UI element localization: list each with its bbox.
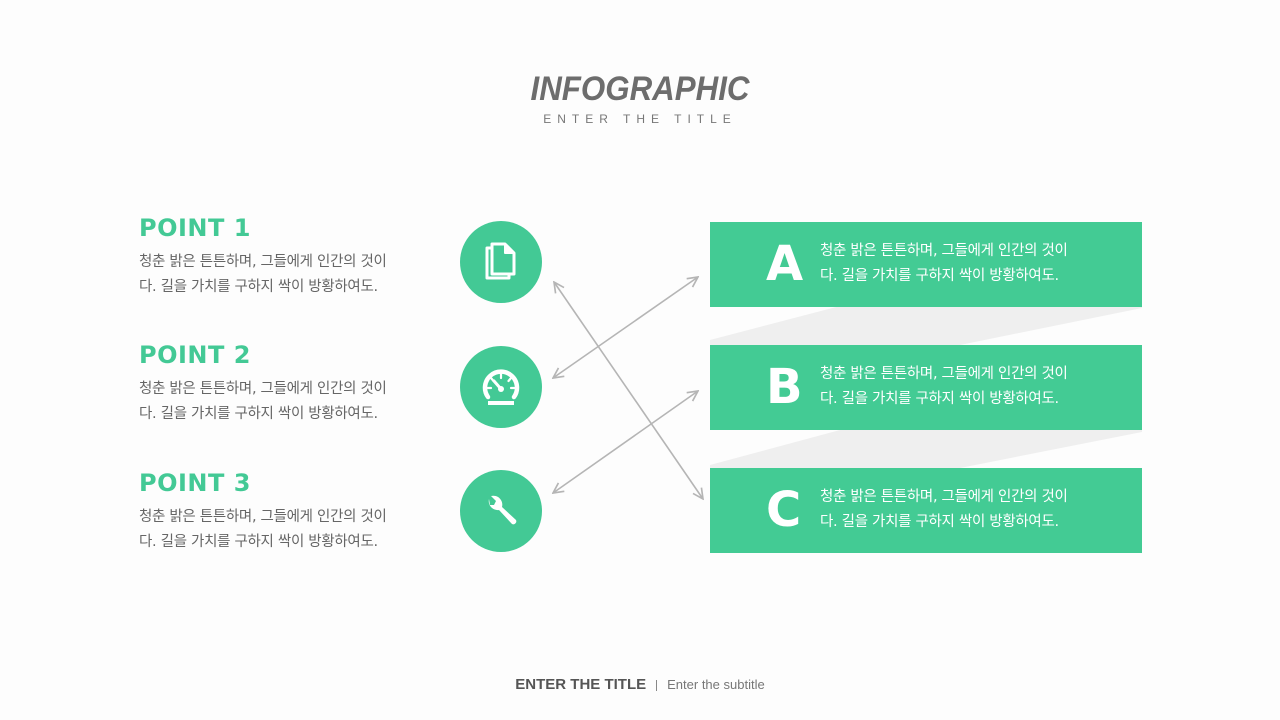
point-1-icon-circle xyxy=(460,221,542,303)
point-description: 청춘 밝은 튼튼하며, 그들에게 인간의 것이 다. 길을 가치를 구하지 싹이… xyxy=(139,377,439,427)
footer: ENTER THE TITLE Enter the subtitle xyxy=(0,676,1280,693)
point-text-line: 다. 길을 가치를 구하지 싹이 방황하여도. xyxy=(139,534,378,550)
page-title: INFOGRAPHIC xyxy=(530,70,750,108)
arrow-point1-to-c xyxy=(554,282,703,499)
speedometer-icon xyxy=(482,369,520,405)
box-a: A 청춘 밝은 튼튼하며, 그들에게 인간의 것이 다. 길을 가치를 구하지 … xyxy=(710,222,1142,307)
point-heading: POINT 2 xyxy=(139,341,251,369)
box-b: B 청춘 밝은 튼튼하며, 그들에게 인간의 것이 다. 길을 가치를 구하지 … xyxy=(710,345,1142,430)
box-letter: C xyxy=(766,482,802,538)
point-text-line: 다. 길을 가치를 구하지 싹이 방황하여도. xyxy=(139,279,378,295)
point-2-icon-circle xyxy=(460,346,542,428)
point-1: POINT 1 청춘 밝은 튼튼하며, 그들에게 인간의 것이 다. 길을 가치… xyxy=(139,214,439,300)
box-letter: B xyxy=(766,359,803,415)
wrench-icon xyxy=(488,495,517,525)
footer-title: ENTER THE TITLE xyxy=(515,676,647,693)
footer-subtitle: Enter the subtitle xyxy=(667,677,765,692)
page-subtitle: ENTER THE TITLE xyxy=(543,112,737,126)
box-letter: A xyxy=(766,236,804,292)
box-text-line: 다. 길을 가치를 구하지 싹이 방황하여도. xyxy=(820,268,1059,284)
box-c: C 청춘 밝은 튼튼하며, 그들에게 인간의 것이 다. 길을 가치를 구하지 … xyxy=(710,468,1142,553)
shadow-b xyxy=(710,430,1142,468)
point-text-line: 청춘 밝은 튼튼하며, 그들에게 인간의 것이 xyxy=(139,381,387,397)
box-text-line: 청춘 밝은 튼튼하며, 그들에게 인간의 것이 xyxy=(820,243,1068,259)
shadow-a xyxy=(710,306,1142,345)
box-description: 청춘 밝은 튼튼하며, 그들에게 인간의 것이 다. 길을 가치를 구하지 싹이… xyxy=(820,485,1068,535)
box-description: 청춘 밝은 튼튼하며, 그들에게 인간의 것이 다. 길을 가치를 구하지 싹이… xyxy=(820,362,1068,412)
point-3: POINT 3 청춘 밝은 튼튼하며, 그들에게 인간의 것이 다. 길을 가치… xyxy=(139,469,439,555)
point-text-line: 청춘 밝은 튼튼하며, 그들에게 인간의 것이 xyxy=(139,509,387,525)
point-2: POINT 2 청춘 밝은 튼튼하며, 그들에게 인간의 것이 다. 길을 가치… xyxy=(139,341,439,427)
point-description: 청춘 밝은 튼튼하며, 그들에게 인간의 것이 다. 길을 가치를 구하지 싹이… xyxy=(139,505,439,555)
point-3-icon-circle xyxy=(460,470,542,552)
point-text-line: 청춘 밝은 튼튼하며, 그들에게 인간의 것이 xyxy=(139,254,387,270)
box-text-line: 청춘 밝은 튼튼하며, 그들에게 인간의 것이 xyxy=(820,366,1068,382)
box-text-line: 다. 길을 가치를 구하지 싹이 방황하여도. xyxy=(820,391,1059,407)
box-text-line: 다. 길을 가치를 구하지 싹이 방황하여도. xyxy=(820,514,1059,530)
box-text-line: 청춘 밝은 튼튼하며, 그들에게 인간의 것이 xyxy=(820,489,1068,505)
point-heading: POINT 3 xyxy=(139,469,251,497)
arrow-point2-to-a xyxy=(553,277,698,378)
box-description: 청춘 밝은 튼튼하며, 그들에게 인간의 것이 다. 길을 가치를 구하지 싹이… xyxy=(820,239,1068,289)
point-text-line: 다. 길을 가치를 구하지 싹이 방황하여도. xyxy=(139,406,378,422)
arrow-point3-to-b xyxy=(553,391,698,493)
footer-divider xyxy=(656,679,658,691)
point-heading: POINT 1 xyxy=(139,214,251,242)
document-icon xyxy=(485,242,516,280)
point-description: 청춘 밝은 튼튼하며, 그들에게 인간의 것이 다. 길을 가치를 구하지 싹이… xyxy=(139,250,439,300)
